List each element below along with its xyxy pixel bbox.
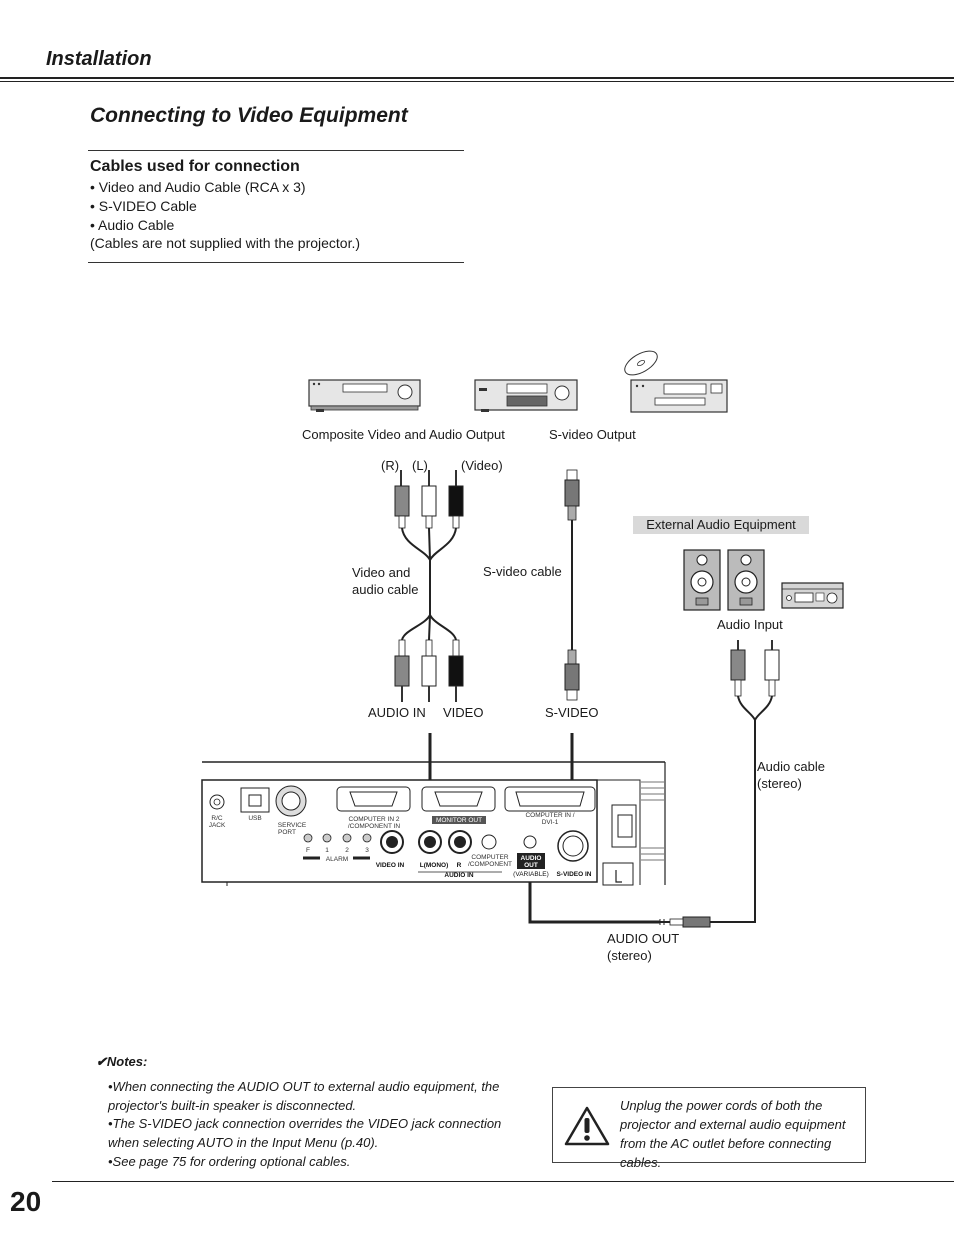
projector-panel (201, 761, 666, 886)
footer-rule (52, 1181, 954, 1182)
panel-label-computer-in2-2: /COMPONENT IN (348, 823, 401, 830)
cable-item: • Audio Cable (90, 217, 175, 233)
rca-plug-bottom-audio-l (421, 639, 437, 702)
rca-plug-top-video (448, 470, 464, 529)
panel-label-svideo-in: S-VIDEO IN (556, 871, 591, 878)
panel-label-r: R (457, 862, 462, 869)
panel-label-audio-out-2: OUT (524, 862, 538, 869)
label-audio-out-2: (stereo) (607, 948, 652, 963)
warning-text: Unplug the power cords of both the proje… (620, 1098, 846, 1170)
speaker-left-icon (683, 549, 721, 611)
label-svideo-cable: S-video cable (483, 564, 562, 579)
panel-label-variable: (VARIABLE) (513, 871, 549, 878)
rca-plug-top-l (421, 470, 437, 529)
panel-label-rc-jack-2: JACK (209, 822, 226, 829)
notes-title: ✔Notes: (96, 1054, 148, 1069)
rca-plug-top-r (394, 470, 410, 529)
warning-icon (564, 1106, 610, 1146)
label-plug-l: (L) (412, 458, 428, 473)
label-composite-output: Composite Video and Audio Output (302, 427, 505, 442)
projector-panel-labels: R/C JACK USB SERVICE PORT COMPUTER IN 2 … (209, 812, 592, 879)
mini-plug-audio-out (657, 916, 711, 928)
disc-player-icon (624, 350, 728, 413)
panel-label-computer-in2-1: COMPUTER IN 2 (349, 816, 400, 823)
panel-label-usb: USB (248, 815, 261, 822)
panel-label-video-in: VIDEO IN (376, 862, 405, 869)
label-audio-cable-2: (stereo) (757, 776, 802, 791)
note-item: •See page 75 for ordering optional cable… (108, 1154, 351, 1169)
dvd-player-icon (474, 379, 578, 412)
audio-input-plug-r (730, 640, 746, 697)
cable-item: • Video and Audio Cable (RCA x 3) (90, 179, 306, 195)
panel-label-l-mono: L(MONO) (420, 862, 449, 869)
svideo-plug-top (564, 469, 580, 521)
panel-label-3: 3 (365, 847, 369, 854)
page-title: Connecting to Video Equipment (90, 104, 408, 127)
cable-item: • S-VIDEO Cable (90, 198, 197, 214)
header-rule (0, 77, 954, 79)
amplifier-icon (781, 582, 844, 609)
label-audio-out-1: AUDIO OUT (607, 931, 680, 946)
panel-label-rc-jack-1: R/C (211, 815, 223, 822)
label-video-audio-cable-1: Video and (352, 565, 411, 580)
cables-heading: Cables used for connection (90, 158, 300, 175)
panel-label-alarm: ALARM (326, 856, 348, 863)
panel-label-f: F (306, 847, 310, 854)
panel-label-service-port-2: PORT (278, 829, 296, 836)
audio-input-plug-l (764, 640, 780, 697)
panel-label-monitor-out: MONITOR OUT (436, 817, 482, 824)
label-audio-in: AUDIO IN (368, 705, 426, 720)
label-plug-r: (R) (381, 458, 400, 473)
panel-label-computer-component-1: COMPUTER (471, 854, 509, 861)
panel-label-audio-out-1: AUDIO (521, 855, 542, 862)
label-svideo: S-VIDEO (545, 705, 599, 720)
label-video: VIDEO (443, 705, 484, 720)
label-external-audio: External Audio Equipment (633, 516, 809, 534)
cables-note: (Cables are not supplied with the projec… (90, 235, 361, 251)
cables-box: Cables used for connection • Video and A… (88, 150, 464, 263)
section-title: Installation (46, 48, 152, 70)
label-video-audio-cable-2: audio cable (352, 582, 419, 597)
note-item: •The S-VIDEO jack connection overrides t… (108, 1116, 502, 1150)
vcr-device-icon (308, 379, 421, 412)
panel-label-2: 2 (345, 847, 349, 854)
rca-plug-bottom-video (448, 639, 464, 702)
label-plug-video: (Video) (461, 458, 503, 473)
panel-label-computer-in-dvi-2: DVI-1 (542, 819, 559, 826)
label-audio-input: Audio Input (717, 617, 783, 632)
label-svideo-output: S-video Output (549, 427, 636, 442)
label-audio-cable-1: Audio cable (757, 759, 825, 774)
page-number: 20 (10, 1186, 42, 1217)
warning-box: Unplug the power cords of both the proje… (552, 1087, 866, 1170)
rca-plug-bottom-audio-r (394, 639, 410, 702)
note-item: •When connecting the AUDIO OUT to extern… (108, 1079, 500, 1113)
panel-label-1: 1 (325, 847, 329, 854)
panel-label-computer-component-2: /COMPONENT (468, 861, 512, 868)
svideo-plug-bottom (564, 649, 580, 701)
panel-label-computer-in-dvi-1: COMPUTER IN / (525, 812, 574, 819)
panel-label-audio-in: AUDIO IN (444, 872, 474, 879)
speaker-right-icon (727, 549, 765, 611)
panel-label-service-port-1: SERVICE (278, 822, 307, 829)
header-rule-thin (0, 81, 954, 82)
